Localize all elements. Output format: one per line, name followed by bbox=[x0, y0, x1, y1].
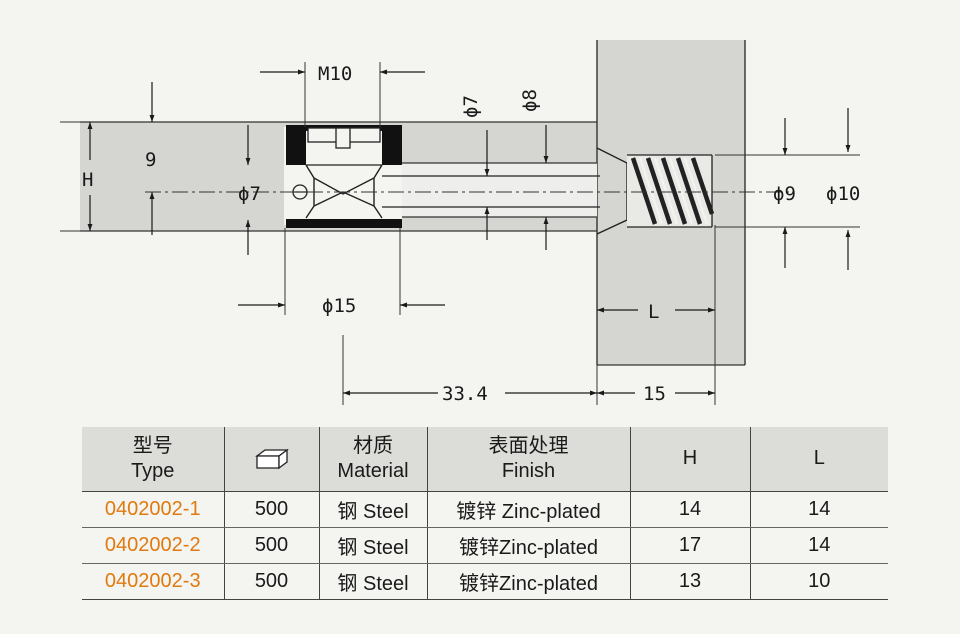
cell-material: 钢 Steel bbox=[318, 527, 428, 564]
cell-l: 14 bbox=[749, 491, 888, 528]
dim-phi8-top: ϕ8 bbox=[519, 89, 541, 112]
header-material-en: Material bbox=[337, 459, 409, 482]
cell-qty: 500 bbox=[223, 563, 320, 600]
cell-qty: 500 bbox=[223, 491, 320, 528]
cell-material: 钢 Steel bbox=[318, 491, 428, 528]
cell-finish: 镀锌Zinc-plated bbox=[426, 527, 631, 564]
cell-h: 13 bbox=[629, 563, 751, 600]
dim-m10: M10 bbox=[318, 63, 352, 85]
table-row: 0402002-3 500 钢 Steel 镀锌Zinc-plated 13 1… bbox=[82, 563, 888, 600]
header-quantity bbox=[223, 427, 320, 492]
dim-15: 15 bbox=[643, 383, 666, 405]
dim-nine: 9 bbox=[145, 149, 156, 171]
bolt-shaft bbox=[382, 175, 600, 208]
dim-phi9: ϕ9 bbox=[773, 183, 796, 205]
dim-phi7-left: ϕ7 bbox=[238, 183, 261, 205]
dim-phi7-top: ϕ7 bbox=[460, 95, 482, 118]
header-type-en: Type bbox=[131, 459, 175, 482]
cell-type: 0402002-1 bbox=[82, 491, 225, 528]
cell-l: 14 bbox=[749, 527, 888, 564]
cell-finish: 镀锌 Zinc-plated bbox=[426, 491, 631, 528]
header-material: 材质 Material bbox=[318, 427, 428, 492]
table-row: 0402002-2 500 钢 Steel 镀锌Zinc-plated 17 1… bbox=[82, 527, 888, 564]
dim-l: L bbox=[648, 301, 659, 323]
cell-finish: 镀锌Zinc-plated bbox=[426, 563, 631, 600]
header-finish: 表面处理 Finish bbox=[426, 427, 631, 492]
cell-h: 17 bbox=[629, 527, 751, 564]
header-finish-en: Finish bbox=[501, 459, 556, 482]
header-h: H bbox=[629, 427, 751, 492]
spec-table: 型号 Type 材质 Material 表面处理 Finish H L bbox=[82, 427, 888, 600]
cell-h: 14 bbox=[629, 491, 751, 528]
cell-qty: 500 bbox=[223, 527, 320, 564]
cell-l: 10 bbox=[749, 563, 888, 600]
dimension-arrows bbox=[87, 69, 851, 396]
dim-33-4: 33.4 bbox=[442, 383, 488, 405]
cell-material: 钢 Steel bbox=[318, 563, 428, 600]
shaft-bore bbox=[400, 162, 597, 218]
dim-h: H bbox=[82, 169, 93, 191]
header-l: L bbox=[749, 427, 888, 492]
table-header-row: 型号 Type 材质 Material 表面处理 Finish H L bbox=[82, 427, 888, 492]
dim-phi10: ϕ10 bbox=[826, 183, 860, 205]
threaded-insert bbox=[596, 147, 715, 235]
dim-phi15: ϕ15 bbox=[322, 295, 356, 317]
extension-lines bbox=[60, 62, 860, 405]
header-type: 型号 Type bbox=[82, 427, 225, 492]
cell-type: 0402002-3 bbox=[82, 563, 225, 600]
cell-type: 0402002-2 bbox=[82, 527, 225, 564]
header-finish-cn: 表面处理 bbox=[488, 434, 569, 457]
table-row: 0402002-1 500 钢 Steel 镀锌 Zinc-plated 14 … bbox=[82, 491, 888, 528]
technical-drawing: M10 H 9 ϕ7 ϕ7 ϕ8 ϕ15 ϕ9 ϕ10 L 33.4 15 bbox=[60, 40, 860, 405]
header-material-cn: 材质 bbox=[353, 434, 393, 457]
box-icon bbox=[254, 448, 289, 470]
header-type-cn: 型号 bbox=[132, 434, 173, 457]
